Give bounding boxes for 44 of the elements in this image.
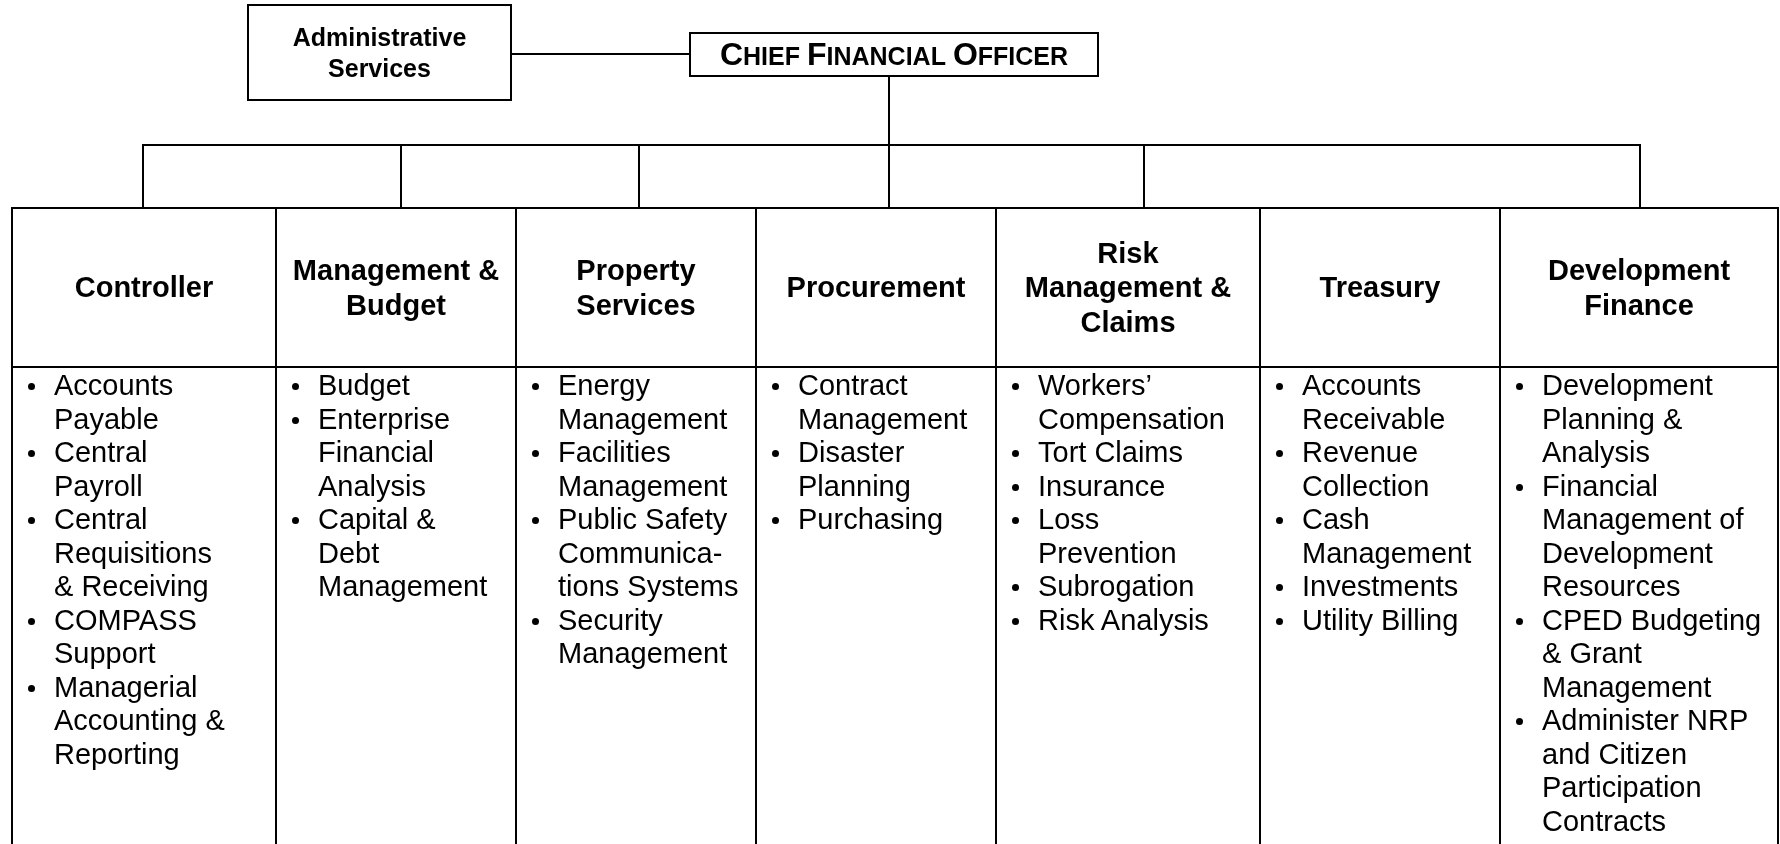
function-item: Contract Management xyxy=(798,369,969,436)
department-heading: Treasury xyxy=(1319,270,1441,305)
department-heading: Property Services xyxy=(575,253,697,322)
function-item: Enterprise Financial Analysis xyxy=(318,402,452,503)
org-box xyxy=(247,4,512,101)
function-item: Tort Claims xyxy=(1038,436,1184,470)
department-heading: Controller xyxy=(74,270,214,305)
org-title: CHIEF FINANCIAL OFFICER xyxy=(719,34,1069,74)
function-item: Utility Billing xyxy=(1302,603,1460,637)
function-item: Public Safety Communica-tions Systems xyxy=(558,503,740,604)
function-item: Subrogation xyxy=(1038,570,1196,604)
function-item: Revenue Collection xyxy=(1302,436,1431,503)
function-item: Central Payroll xyxy=(54,436,149,503)
function-item: Financial Management of Development Resources xyxy=(1542,469,1745,604)
function-item: Workers’ Compensation xyxy=(1038,369,1226,436)
function-item: Energy Management xyxy=(558,369,729,436)
connector-line xyxy=(511,53,690,55)
department-column xyxy=(1499,207,1779,844)
function-item: Security Management xyxy=(558,603,729,671)
function-item: Disaster Planning xyxy=(798,436,912,503)
function-item: COMPASS Support xyxy=(54,603,198,671)
department-heading: Procurement xyxy=(786,270,966,305)
function-item: Investments xyxy=(1302,570,1460,604)
function-item: Budget xyxy=(318,369,411,403)
department-column xyxy=(11,207,277,844)
function-item: Loss Prevention xyxy=(1038,503,1178,570)
function-item: Facilities Management xyxy=(558,436,729,503)
function-item: Central Requisitions & Receiving xyxy=(54,503,213,604)
function-item: Cash Management xyxy=(1302,503,1473,570)
department-heading: Management & Budget xyxy=(291,253,501,322)
department-heading: Development Finance xyxy=(1546,253,1732,322)
department-heading: Risk Management & Claims xyxy=(1023,235,1233,340)
function-item: Administer NRP and Citizen Participation Contracts xyxy=(1542,704,1749,838)
function-item: Accounts Payable xyxy=(54,369,175,436)
org-title: Administrative Services xyxy=(291,21,468,84)
function-item: Risk Analysis xyxy=(1038,603,1210,637)
function-item: Accounts Receivable xyxy=(1302,369,1447,436)
function-item: Development Planning & Analysis xyxy=(1542,369,1714,470)
function-item: Managerial Accounting & Reporting xyxy=(54,670,226,771)
function-item: CPED Budgeting & Grant Management xyxy=(1542,603,1763,704)
function-item: Capital & Debt Management xyxy=(318,503,489,604)
function-item: Insurance xyxy=(1038,469,1167,503)
function-item: Purchasing xyxy=(798,503,945,537)
org-box xyxy=(689,32,1099,77)
